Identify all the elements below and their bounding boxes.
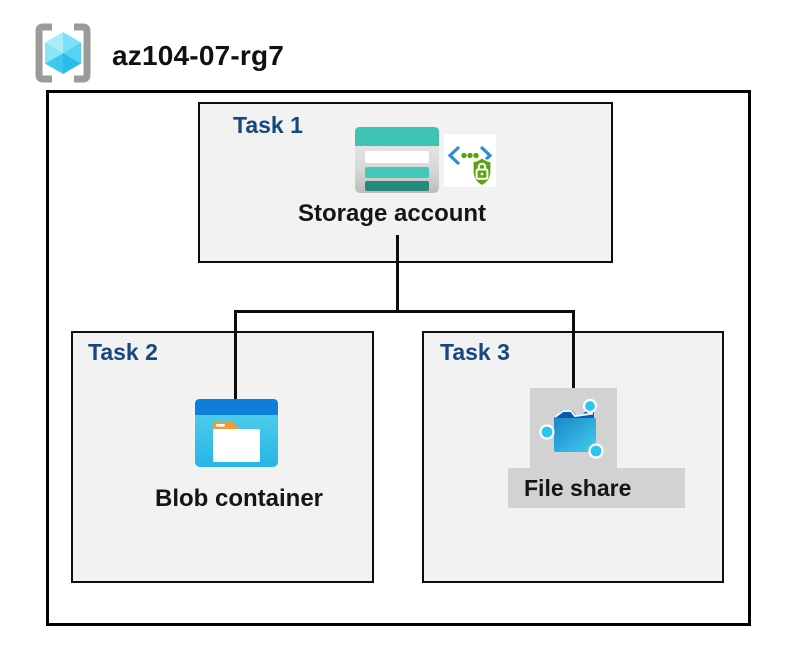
blob-container-label[interactable]: Blob container	[155, 485, 324, 512]
connector-to-fileshare	[572, 310, 575, 390]
file-share-label-highlight	[508, 468, 685, 508]
storage-account-label[interactable]: Storage account	[298, 200, 487, 227]
connector-storage-stem	[396, 235, 399, 312]
file-share-label[interactable]: File share	[524, 475, 632, 501]
task1-label: Task 1	[233, 112, 303, 138]
resource-group-name: az104-07-rg7	[112, 40, 285, 71]
shared-access-key-icon[interactable]	[444, 134, 496, 187]
connector-to-blob	[234, 310, 237, 400]
storage-account-icon[interactable]	[355, 127, 439, 193]
resource-group-icon	[30, 20, 96, 86]
file-share-icon[interactable]	[538, 392, 610, 464]
connector-branch	[234, 310, 575, 313]
task2-label: Task 2	[88, 339, 158, 365]
task3-label: Task 3	[440, 339, 510, 365]
blob-container-icon[interactable]	[195, 399, 278, 467]
